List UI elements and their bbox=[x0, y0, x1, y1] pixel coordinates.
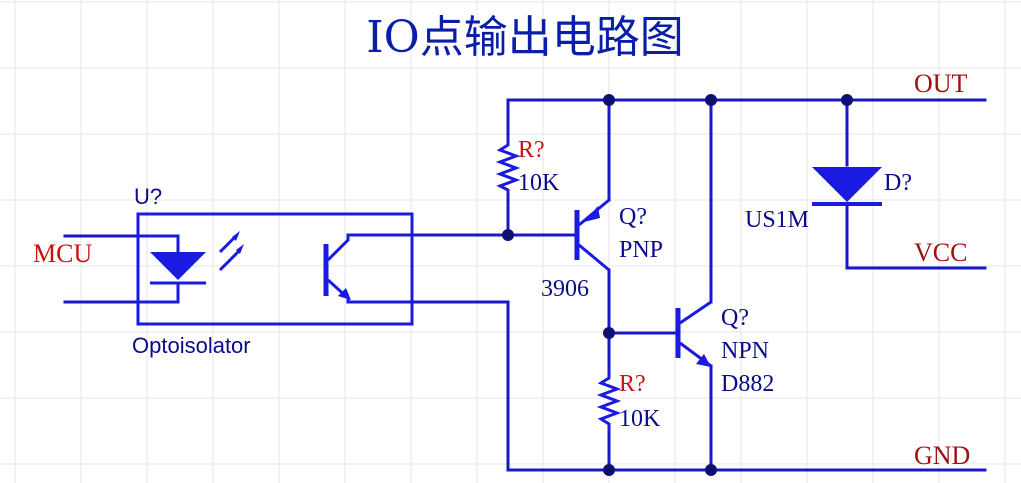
light-arrow-icon bbox=[218, 234, 238, 254]
phototransistor-arrow bbox=[338, 288, 351, 300]
diode-designator: D? bbox=[884, 170, 912, 196]
net-label-mcu: MCU bbox=[33, 239, 92, 268]
net-label-out: OUT bbox=[914, 69, 968, 98]
phototransistor-emitter bbox=[326, 278, 412, 304]
resistor-bottom-symbol bbox=[596, 373, 622, 432]
npn-type: NPN bbox=[721, 338, 769, 364]
pnp-arrow bbox=[584, 206, 600, 222]
optoisolator bbox=[136, 212, 414, 326]
led-lead-bottom bbox=[138, 282, 180, 304]
light-arrow-head bbox=[236, 244, 244, 254]
light-arrow-head bbox=[232, 231, 240, 241]
resistor-top-symbol bbox=[495, 140, 521, 194]
optoisolator-designator: U? bbox=[134, 184, 162, 209]
wire-opto-emitter-gnd bbox=[410, 300, 510, 472]
resistor-top-value: 10K bbox=[518, 170, 560, 196]
npn-collector-lead bbox=[679, 300, 712, 325]
npn-transistor bbox=[675, 300, 712, 368]
wire-vcc bbox=[845, 205, 987, 270]
junction-dot bbox=[705, 94, 717, 106]
junction-dot bbox=[603, 327, 615, 339]
junction-dot bbox=[603, 94, 615, 106]
led-lead-top bbox=[138, 234, 180, 252]
resistor-top-designator: R? bbox=[518, 137, 545, 163]
light-arrow-icon bbox=[218, 248, 242, 272]
wires bbox=[63, 98, 987, 472]
npn-designator: Q? bbox=[721, 305, 749, 331]
pnp-designator: Q? bbox=[619, 204, 647, 230]
net-label-vcc: VCC bbox=[914, 238, 967, 267]
resistor-bottom-designator: R? bbox=[619, 371, 646, 397]
pnp-transistor bbox=[574, 198, 610, 272]
led-icon bbox=[150, 252, 206, 280]
pnp-collector-lead bbox=[578, 243, 610, 272]
optoisolator-body bbox=[136, 212, 414, 326]
diode bbox=[812, 167, 882, 206]
junctions bbox=[502, 94, 853, 476]
phototransistor-collector bbox=[326, 233, 412, 262]
pnp-type: PNP bbox=[619, 237, 663, 263]
junction-dot bbox=[603, 464, 615, 476]
junction-dot bbox=[705, 464, 717, 476]
optoisolator-name: Optoisolator bbox=[132, 333, 251, 358]
diode-part: US1M bbox=[745, 207, 809, 233]
npn-part: D882 bbox=[721, 371, 774, 397]
resistor-bottom-value: 10K bbox=[619, 406, 661, 432]
npn-arrow bbox=[696, 354, 711, 367]
diagram-title: IO点输出电路图 bbox=[366, 12, 683, 63]
diode-icon bbox=[812, 167, 882, 202]
pnp-part: 3906 bbox=[541, 276, 589, 302]
junction-dot bbox=[502, 229, 514, 241]
junction-dot bbox=[841, 94, 853, 106]
net-label-gnd: GND bbox=[914, 441, 970, 470]
